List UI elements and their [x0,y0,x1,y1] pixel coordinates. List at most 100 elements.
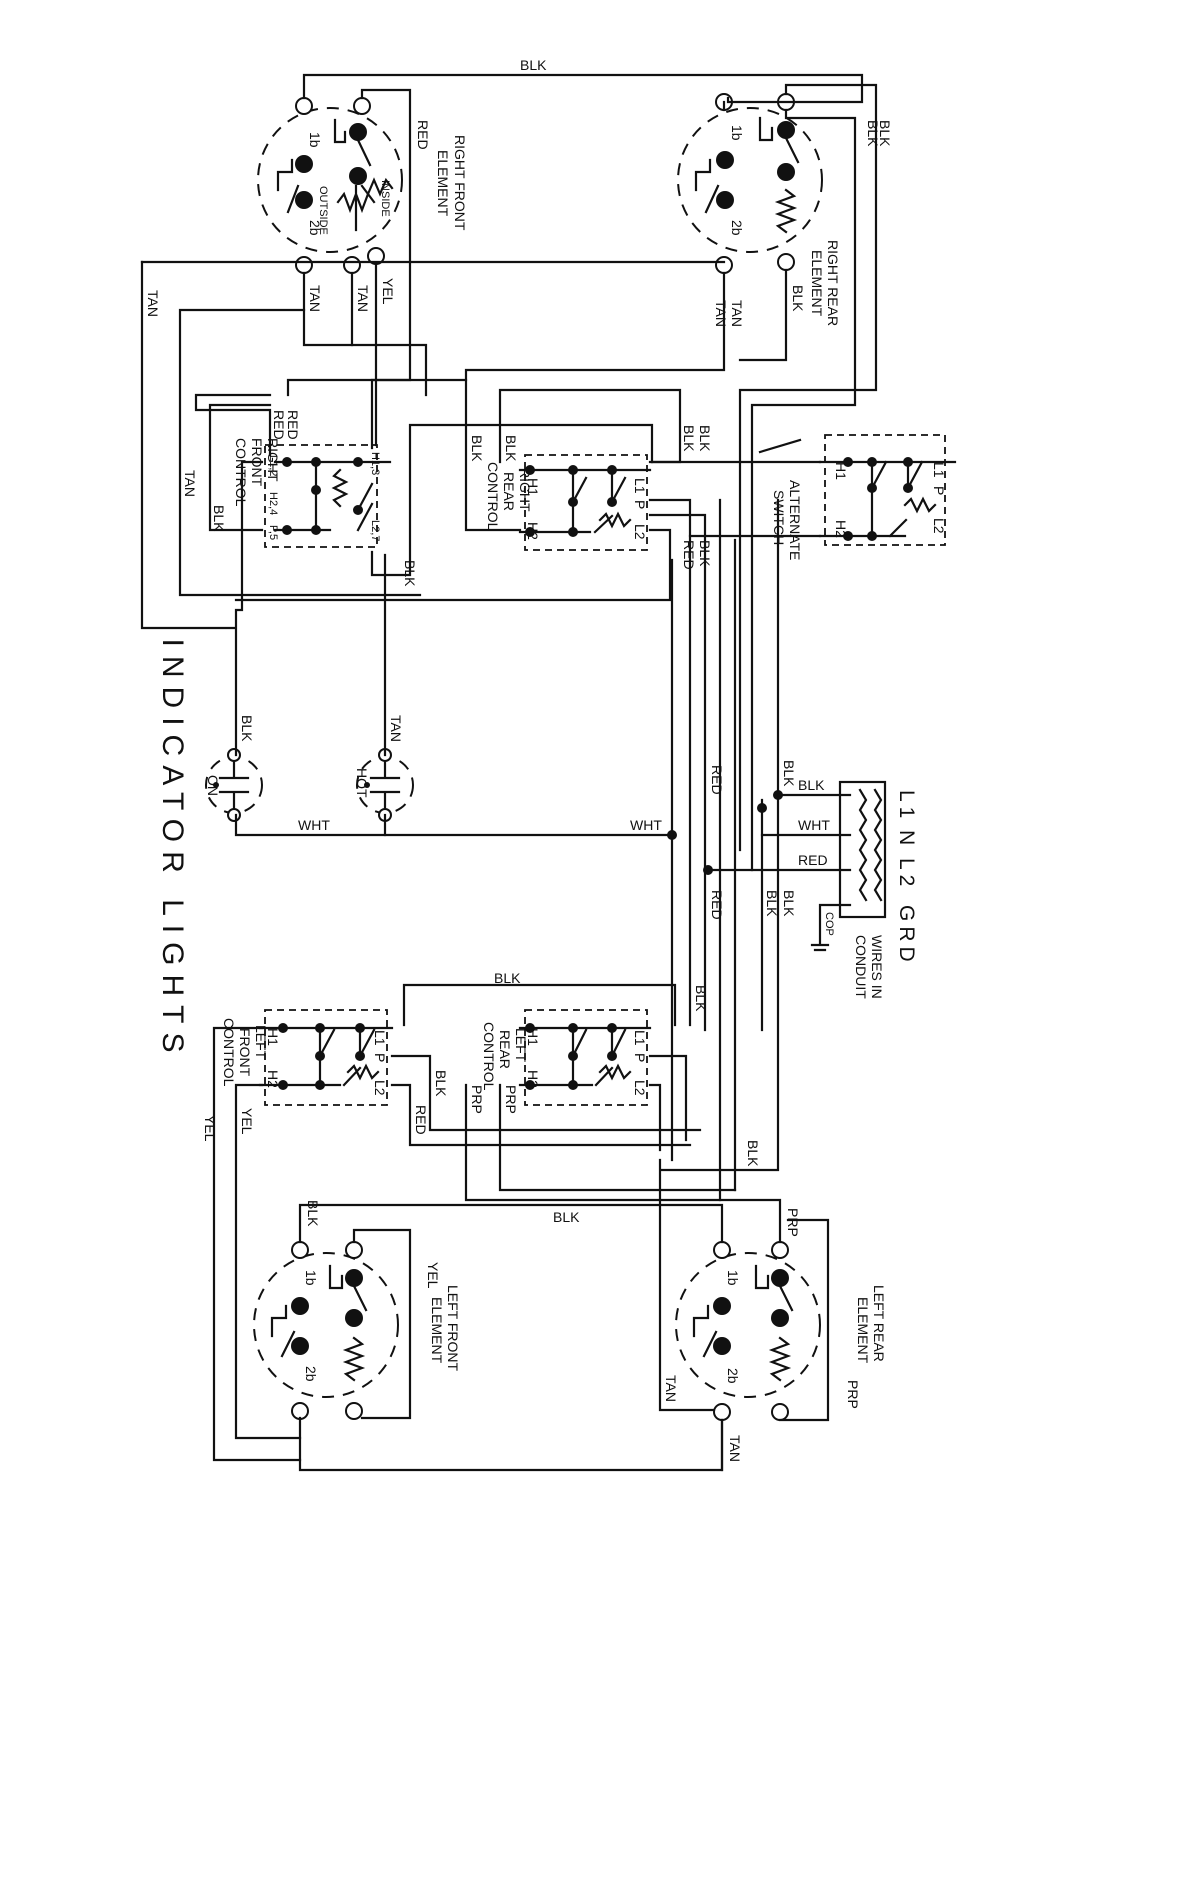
wire-labels: BLK RED BLK BLK TAN TAN TAN YEL TAN TAN … [145,57,893,1462]
lfc-pin-p: P [372,1053,388,1062]
supply-l2-label: L2 [895,858,918,891]
wire-label-tan-rr1: TAN [713,300,729,327]
rf-outside-label: OUTSIDE [317,186,329,235]
lrc-pin-h2: H2 [525,1070,541,1088]
on-indicator-light: ON [205,748,263,822]
wire-label-red-rrc: RED [681,540,697,570]
wire-label-blk-rfc2: BLK [402,560,418,587]
wire-label-blk-rr2: BLK [877,120,893,147]
right-rear-control: H1 H2 L1 P L2 RIGHT REAR CONTROL [485,454,652,551]
wire-label-blk-rrc2: BLK [503,435,519,462]
lf-element-label-1: LEFT FRONT [445,1285,461,1372]
indicator-lights-title: INDICATOR LIGHTS [156,639,189,1062]
wire-label-prp-lrc2: PRP [503,1085,519,1114]
supply-l1-label: L1 [895,790,918,823]
wire-label-tan-left: TAN [145,290,161,317]
wire-label-blk-top: BLK [520,57,547,73]
hot-indicator-light: HOT [354,748,414,822]
rfc-pin-p5: P,5 [267,525,279,540]
wire-label-wht-supply: WHT [798,817,830,833]
lrc-label-2: REAR [497,1030,513,1069]
rr-element-label-1: RIGHT REAR [825,240,841,326]
wire-label-prp-lr1: PRP [785,1208,801,1237]
on-light-label: ON [205,775,221,796]
lrc-label-1: LEFT [513,1028,529,1063]
wire-label-red-lfc: RED [413,1105,429,1135]
lf-terminal-1b: 1b [303,1270,319,1286]
rfc-pin-l12: L1,2 [267,455,279,476]
wire-label-wht-lights: WHT [298,817,330,833]
rrc-pin-l2: L2 [632,524,648,540]
wire-label-blk-rrc5: BLK [697,540,713,567]
wire-label-blk-rrc1: BLK [469,435,485,462]
supply-n-label: N [895,830,918,850]
power-supply-block: L1 N L2 GRD WIRES IN CONDUIT COP [823,790,918,999]
wire-label-red-rfc2: RED [271,410,287,440]
rrc-label-2: REAR [501,472,517,511]
wire-network [140,73,887,1472]
wire-label-blk-lf: BLK [305,1200,321,1227]
wire-label-red-bundle: RED [709,765,725,795]
left-front-control: H1 H2 L1 P L2 LEFT FRONT CONTROL [221,1009,394,1106]
lr-terminal-1b: 1b [725,1270,741,1286]
lrc-pin-l2: L2 [632,1080,648,1096]
wire-label-yel-rf: YEL [380,278,396,305]
left-front-element: 1b 2b LEFT FRONT ELEMENT [253,1241,461,1420]
cop-label: COP [823,912,835,936]
wire-label-tan-rf1: TAN [307,285,323,312]
wire-label-red-rf: RED [415,120,431,150]
wire-label-yel-lfc1: YEL [202,1115,218,1142]
wire-label-yel-lfc2: YEL [239,1108,255,1135]
wire-label-wht-main: WHT [630,817,662,833]
rfc-pin-h13: H1,3 [369,452,381,475]
alt-pin-l2: L2 [931,518,947,534]
wire-label-red-supply: RED [798,852,828,868]
alt-pin-p: P [931,486,947,495]
wire-label-blk-supply: BLK [798,777,825,793]
wire-label-blk-bundle: BLK [781,760,797,787]
lfc-pin-h1: H1 [265,1028,281,1046]
supply-grd-label: GRD [895,905,918,967]
rrc-label-3: CONTROL [485,462,501,531]
lr-terminal-2b: 2b [725,1368,741,1384]
wire-label-red-rfc1: RED [285,410,301,440]
wire-label-blk-lfc-top: BLK [494,970,521,986]
lr-element-label-1: LEFT REAR [871,1285,887,1362]
alternate-switch: H1 H2 L1 P L2 ALTERNATE SWITCH [771,434,957,560]
lrc-pin-l1: L1 [632,1030,648,1046]
lfc-pin-l2: L2 [372,1080,388,1096]
wire-label-blk-mid: BLK [553,1209,580,1225]
lr-element-label-2: ELEMENT [855,1297,871,1364]
rr-terminal-2b: 2b [729,220,745,236]
rrc-pin-h2: H2 [525,522,541,540]
wire-label-blk-rr3: BLK [790,285,806,312]
lrc-pin-h1: H1 [525,1028,541,1046]
right-front-element: 1b 2b INSIDE OUTSIDE RIGHT FRONT ELEMENT [257,97,468,274]
wire-label-yel-lf: YEL [425,1262,441,1289]
wire-label-blk-rfc: BLK [211,505,227,532]
lfc-label-3: CONTROL [221,1018,237,1087]
rrc-pin-p: P [632,500,648,509]
rf-element-label-1: RIGHT FRONT [452,135,468,231]
wire-label-blk-on: BLK [239,715,255,742]
left-rear-control: H1 H2 L1 P L2 LEFT REAR CONTROL [481,1009,652,1106]
wire-label-blk-rrc3: BLK [681,425,697,452]
right-rear-element: 1b 2b RIGHT REAR ELEMENT [677,93,841,326]
lfc-pin-h2: H2 [265,1070,281,1088]
wire-label-prp-lrc1: PRP [469,1085,485,1114]
rr-terminal-1b: 1b [729,125,745,141]
rfc-label-1: RIGHT [265,438,281,482]
rf-terminal-2b: 2b [307,220,323,236]
alt-pin-l1: L1 [931,462,947,478]
rf-terminal-1b: 1b [307,132,323,148]
lrc-pin-p: P [632,1053,648,1062]
wire-label-tan-rf2: TAN [355,285,371,312]
rrc-label-1: RIGHT [517,468,533,512]
wire-label-blk-lower3: BLK [693,985,709,1012]
rrc-pin-h1: H1 [525,478,541,496]
lfc-label-1: LEFT [253,1025,269,1060]
wire-label-blk-lr1: BLK [745,1140,761,1167]
wire-label-blk-lower1: BLK [764,890,780,917]
wire-label-blk-rr1: BLK [865,120,881,147]
